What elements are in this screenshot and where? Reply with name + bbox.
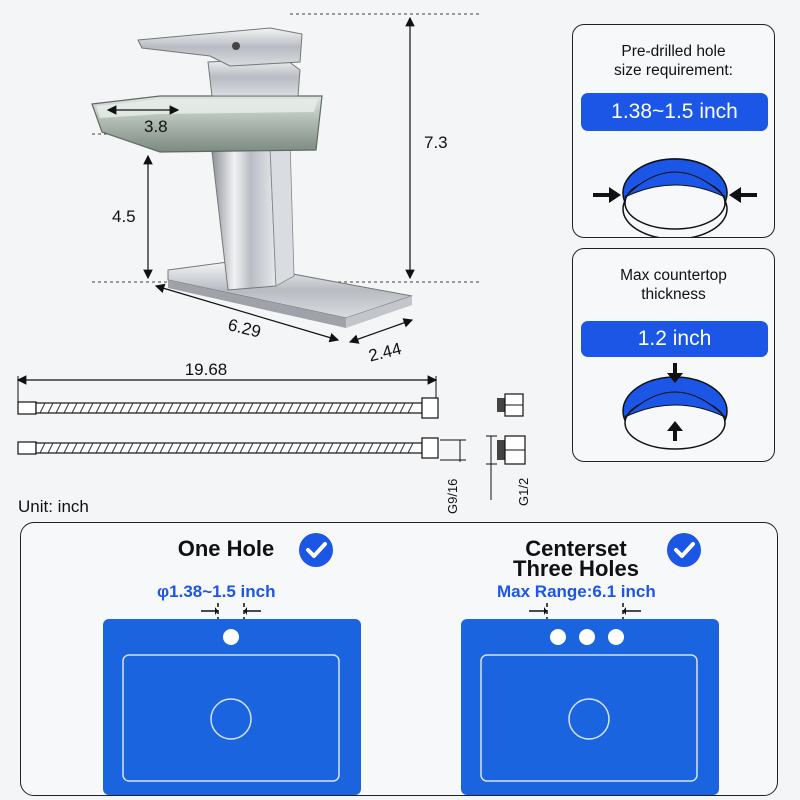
countertop-value: 1.2 inch <box>581 321 768 357</box>
one-hole-dimension: φ1.38~1.5 inch <box>157 582 276 601</box>
check-circle-icon <box>299 533 333 567</box>
adapter-small <box>497 393 524 417</box>
three-holes-title-line2: Three Holes <box>513 556 639 581</box>
three-holes-dimension: Max Range:6.1 inch <box>497 582 656 601</box>
total-height-label: 7.3 <box>424 133 448 152</box>
check-circle-icon <box>667 533 701 567</box>
hose-1 <box>17 397 439 419</box>
one-hole-sink <box>103 619 361 795</box>
hole-size-value: 1.38~1.5 inch <box>581 93 768 131</box>
unit-label: Unit: inch <box>18 497 89 516</box>
arrow-icon <box>729 187 757 203</box>
faucet-handle <box>137 27 303 67</box>
thread-g916-label: G9/16 <box>445 479 460 514</box>
hole-size-illustration <box>593 158 757 237</box>
three-holes-title-line1: Centerset <box>525 536 627 561</box>
base-width-label: 2.44 <box>367 339 404 365</box>
hole-size-title-line1: Pre-drilled hole <box>621 43 726 60</box>
countertop-illustration <box>622 363 728 450</box>
arrow-icon <box>667 421 683 441</box>
installation-options-panel: One Hole φ1.38~1.5 inch Centerset Three … <box>20 522 778 796</box>
spout-width-label: 3.8 <box>144 117 168 136</box>
thread-g12-label: G1/2 <box>516 478 531 506</box>
countertop-card: Max countertop thickness 1.2 inch <box>572 248 775 462</box>
three-hole-sink <box>461 619 719 795</box>
countertop-title-line2: thickness <box>641 286 706 303</box>
hose-2 <box>17 437 439 459</box>
arrow-icon <box>667 363 683 383</box>
one-hole-title: One Hole <box>177 536 275 561</box>
hose-length-label: 19.68 <box>185 360 228 379</box>
base-length-label: 6.29 <box>226 315 263 341</box>
hole-size-card: Pre-drilled hole size requirement: 1.38~… <box>572 24 775 238</box>
arrow-icon <box>593 187 621 203</box>
spout-height-label: 4.5 <box>112 207 136 226</box>
countertop-title-line1: Max countertop <box>620 267 727 284</box>
sink-diagrams <box>103 603 719 795</box>
adapter-large <box>497 435 526 465</box>
hole-size-title-line2: size requirement: <box>614 62 733 79</box>
